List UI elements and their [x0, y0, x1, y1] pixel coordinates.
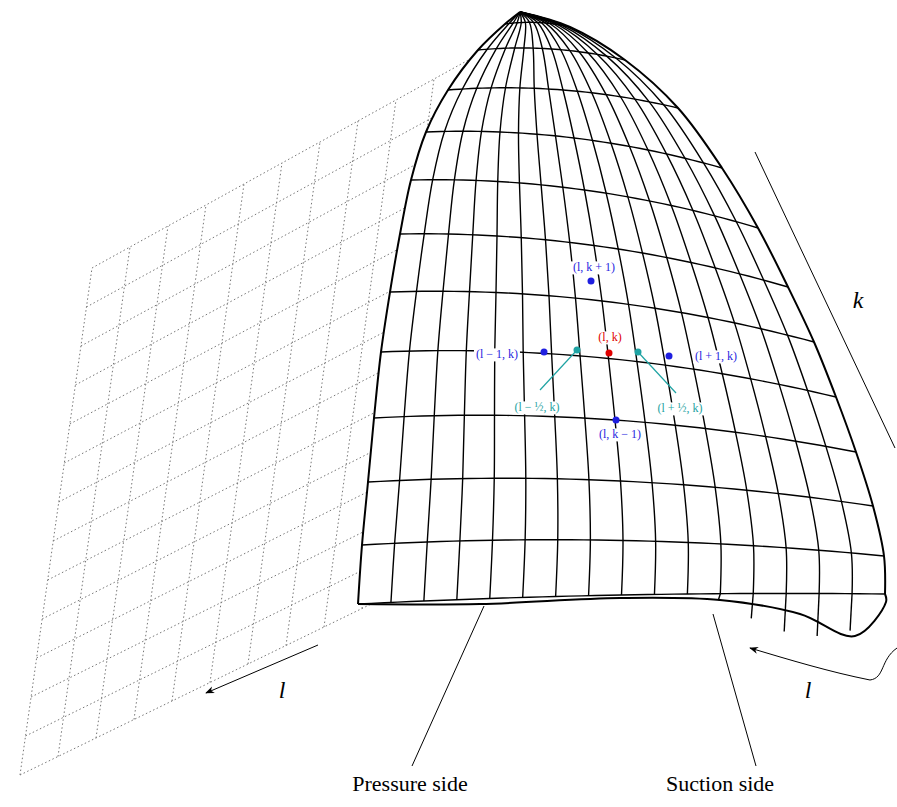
grid-line [520, 12, 754, 594]
l-curved-arrow [750, 648, 897, 680]
face-index: (l + ½, k) [655, 402, 704, 415]
leader-line [540, 350, 577, 390]
dotted-line [172, 184, 244, 701]
dotted-line [20, 268, 92, 775]
grid-line [751, 594, 753, 619]
grid-point [588, 278, 595, 285]
leader-line [412, 606, 484, 766]
grid-index: (l − 1, k) [474, 348, 520, 361]
grid-line [520, 12, 852, 594]
grid-point [613, 417, 620, 424]
dotted-line [58, 247, 130, 757]
grid-line [520, 12, 787, 593]
grid-index: (l, k − 1) [597, 428, 643, 441]
grid-points [206, 152, 897, 766]
dotted-line [134, 205, 206, 720]
l-arrow [206, 645, 318, 693]
part-label: Suction side [664, 772, 776, 796]
leader-line [713, 614, 756, 766]
grid-line [520, 12, 688, 594]
grid-line [518, 12, 525, 597]
leader-line [638, 352, 676, 393]
dotted-line [248, 142, 320, 664]
grid-line [520, 12, 885, 594]
blade-grid [358, 12, 886, 636]
grid-line [520, 12, 623, 595]
grid-line [850, 594, 852, 631]
grid-line [520, 12, 558, 597]
blade-fill [358, 12, 886, 636]
grid-line [490, 12, 522, 599]
part-label: Pressure side [350, 772, 469, 796]
grid-point [606, 350, 613, 357]
axis-label: l [277, 677, 288, 703]
dotted-line [96, 226, 168, 738]
k-arrow [755, 152, 895, 448]
grid-line [784, 593, 786, 631]
axis-label: l [803, 677, 814, 703]
face-index: (l − ½, k) [512, 401, 561, 414]
face-point [574, 347, 581, 354]
grid-index: (l + 1, k) [693, 350, 739, 363]
grid-index: (l, k) [596, 331, 623, 344]
grid-point [666, 353, 673, 360]
grid-line [520, 12, 721, 594]
grid-line [457, 12, 520, 600]
grid-line [817, 594, 819, 636]
grid-line [424, 12, 520, 601]
dotted-line [210, 163, 282, 683]
grid-line [374, 415, 856, 452]
grid-line [391, 12, 520, 602]
blade-edge [358, 594, 886, 636]
grid-point [541, 349, 548, 356]
dotted-line [286, 121, 358, 646]
grid-index: (l, k + 1) [571, 261, 617, 274]
face-point [635, 349, 642, 356]
axis-label: k [851, 287, 866, 313]
